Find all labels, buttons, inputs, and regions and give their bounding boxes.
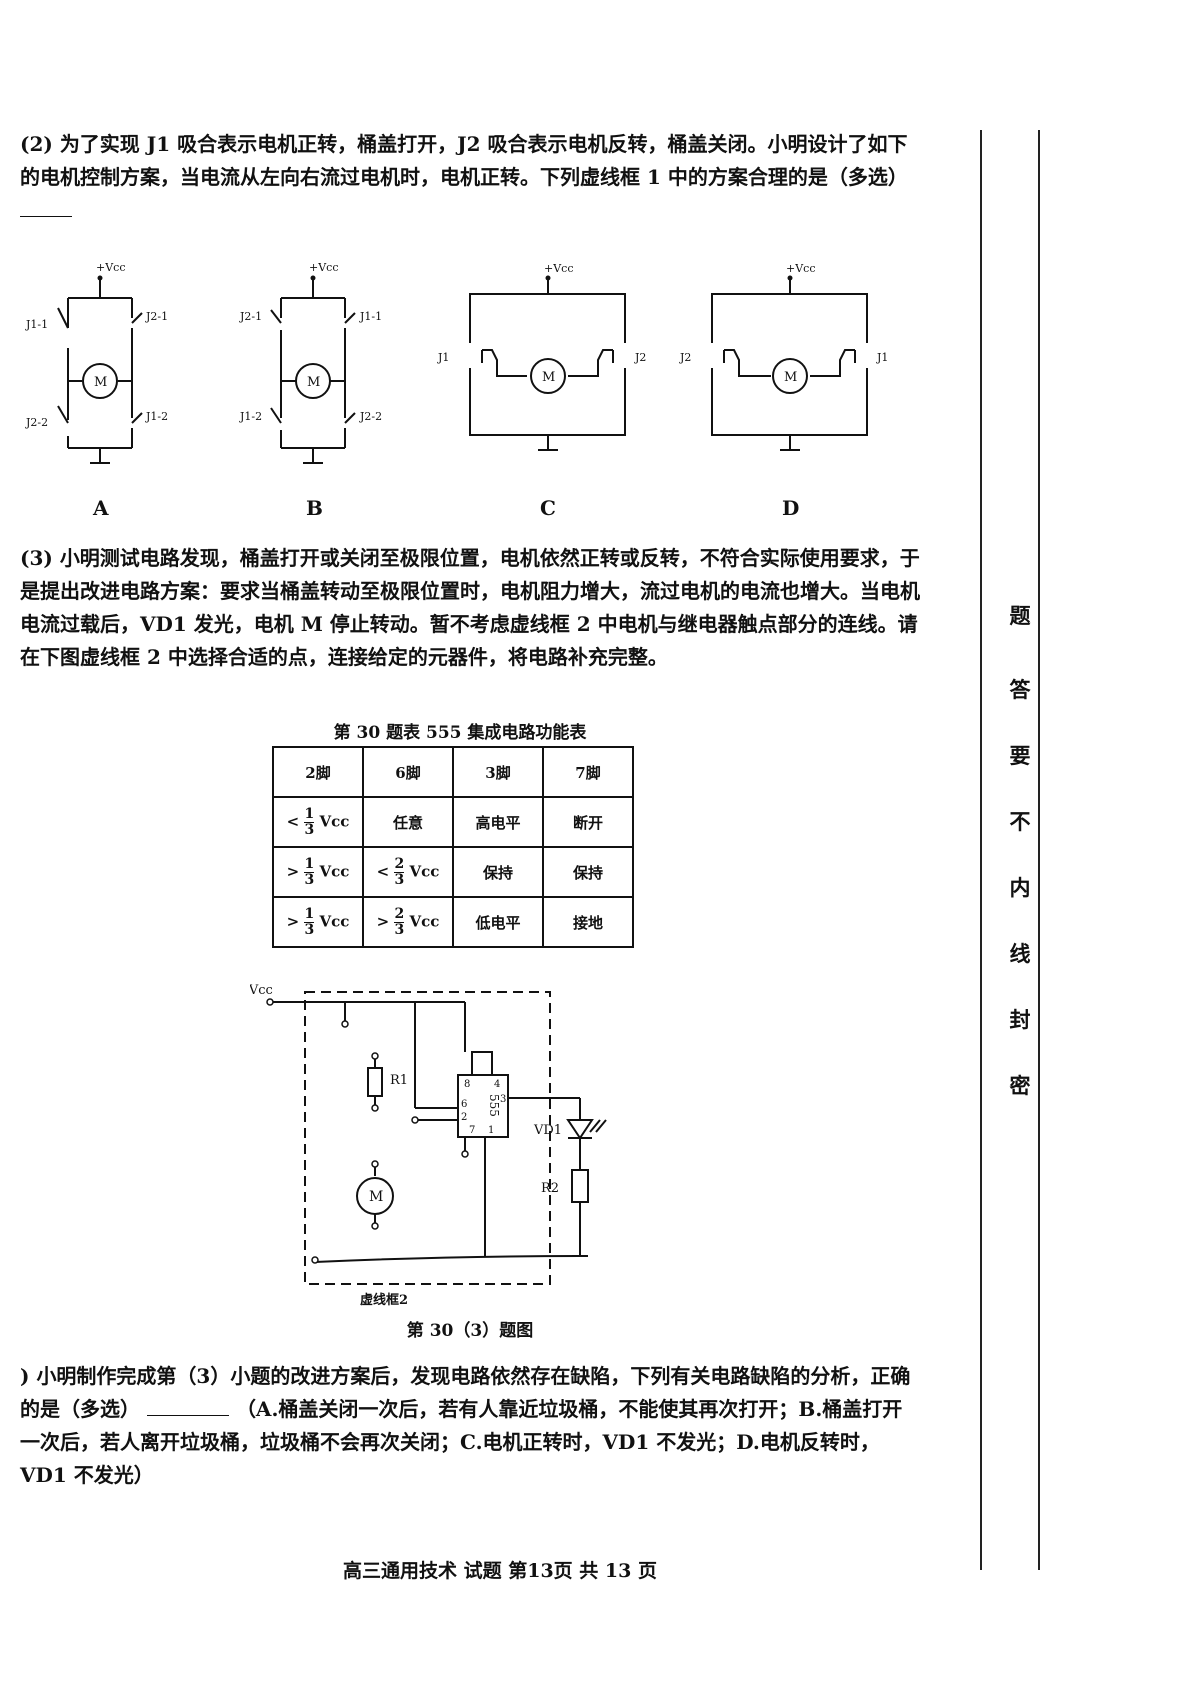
pin-6: 6 bbox=[461, 1099, 467, 1110]
question-4: ) 小明制作完成第（3）小题的改进方案后，发现电路依然存在缺陷，下列有关电路缺陷… bbox=[20, 1360, 920, 1492]
binding-line-right bbox=[1038, 130, 1040, 1570]
question-4-options: （A.桶盖关闭一次后，若有人靠近垃圾桶，不能使其再次打开；B.桶盖打开一次后，若… bbox=[20, 1397, 903, 1487]
pin-2: 2 bbox=[461, 1112, 467, 1123]
side-notice-char: 封 bbox=[1009, 1007, 1031, 1032]
switch-label-a-bl: J2-2 bbox=[25, 416, 48, 429]
switch-label-b-tl: J2-1 bbox=[239, 310, 262, 323]
relay-label-d-right: J1 bbox=[876, 351, 888, 364]
table-title: 第 30 题表 555 集成电路功能表 bbox=[333, 723, 587, 743]
option-b-label: B bbox=[306, 496, 323, 518]
table-cell: 保持 bbox=[452, 846, 544, 898]
table-header: 7脚 bbox=[542, 746, 634, 798]
vcc-label-b: +Vcc bbox=[309, 261, 338, 274]
switch-label-a-tl: J1-1 bbox=[25, 318, 48, 331]
question-3: (3) 小明测试电路发现，桶盖打开或关闭至极限位置，电机依然正转或反转，不符合实… bbox=[20, 542, 920, 674]
option-c-label: C bbox=[540, 496, 556, 518]
pin-1: 1 bbox=[488, 1125, 494, 1136]
relay-label-d-left: J2 bbox=[679, 351, 691, 364]
table-cell: 接地 bbox=[542, 896, 634, 948]
table-cell: 高电平 bbox=[452, 796, 544, 848]
side-notice-char: 不 bbox=[1009, 809, 1031, 834]
question-2-number: (2) bbox=[20, 132, 53, 156]
chip-label: 555 bbox=[487, 1094, 501, 1117]
question-4-number: ) bbox=[20, 1364, 30, 1388]
binding-line-left bbox=[980, 130, 982, 1570]
table-cell: 低电平 bbox=[452, 896, 544, 948]
relay-label-c-left: J1 bbox=[437, 351, 449, 364]
side-notice-char: 题 bbox=[1009, 603, 1031, 628]
motor-label-b: M bbox=[307, 375, 320, 390]
side-notice-char: 答 bbox=[1009, 677, 1031, 702]
motor-label-a: M bbox=[94, 375, 107, 390]
option-a-label: A bbox=[92, 496, 109, 518]
relay-label-c-right: J2 bbox=[634, 351, 646, 364]
question-3-number: (3) bbox=[20, 546, 53, 570]
side-notice-char: 线 bbox=[1009, 941, 1031, 966]
motor-label-c: M bbox=[542, 370, 555, 385]
switch-label-a-tr: J2-1 bbox=[145, 310, 168, 323]
question-2-text: 为了实现 J1 吸合表示电机正转，桶盖打开，J2 吸合表示电机反转，桶盖关闭。小… bbox=[20, 132, 908, 189]
r1-label: R1 bbox=[390, 1073, 408, 1088]
r2-label: R2 bbox=[541, 1181, 559, 1196]
vd1-label: VD1 bbox=[533, 1123, 562, 1138]
side-notice-char: 内 bbox=[1009, 875, 1031, 900]
option-d-label: D bbox=[782, 496, 799, 518]
vcc-label-d: +Vcc bbox=[786, 262, 815, 275]
circuit-555-figure: +Vcc R1 R2 VD1 M 555 8 4 6 2 3 7 1 虚线框2 bbox=[250, 983, 607, 1308]
pin-4: 4 bbox=[494, 1079, 500, 1090]
switch-label-b-tr: J1-1 bbox=[359, 310, 382, 323]
side-notice-char: 密 bbox=[1009, 1073, 1031, 1098]
switch-label-b-bl: J1-2 bbox=[239, 410, 262, 423]
figure-caption: 第 30（3）题图 bbox=[406, 1321, 534, 1341]
ic-555-body bbox=[457, 1074, 509, 1138]
table-header: 6脚 bbox=[362, 746, 454, 798]
vcc-label: +Vcc bbox=[250, 983, 273, 998]
pin-7: 7 bbox=[469, 1125, 475, 1136]
question-4-text: 小明制作完成第（3）小题的改进方案后，发现电路依然存在缺陷，下列有关电路缺陷的分… bbox=[20, 1364, 911, 1421]
dashed-box-2 bbox=[304, 991, 551, 1285]
answer-blank-2[interactable] bbox=[20, 198, 72, 217]
answer-blank-4[interactable] bbox=[146, 1397, 229, 1416]
switch-label-a-br: J1-2 bbox=[145, 410, 168, 423]
table-cell: 保持 bbox=[542, 846, 634, 898]
vcc-label-a: +Vcc bbox=[96, 261, 125, 274]
question-3-text: 小明测试电路发现，桶盖打开或关闭至极限位置，电机依然正转或反转，不符合实际使用要… bbox=[20, 546, 920, 669]
table-cell: 任意 bbox=[362, 796, 454, 848]
side-notice-char: 要 bbox=[1009, 743, 1031, 768]
question-2: (2) 为了实现 J1 吸合表示电机正转，桶盖打开，J2 吸合表示电机反转，桶盖… bbox=[20, 128, 920, 227]
dashed-box-label: 虚线框2 bbox=[360, 1292, 408, 1308]
switch-label-b-br: J2-2 bbox=[359, 410, 382, 423]
motor-label-d: M bbox=[784, 370, 797, 385]
pin-3: 3 bbox=[500, 1094, 506, 1105]
relay-circuit-options: +Vcc +Vcc +Vcc +Vcc M M M M J1-1 J2-1 J2… bbox=[25, 261, 888, 518]
motor-label: M bbox=[369, 1189, 383, 1205]
pin-8: 8 bbox=[464, 1079, 470, 1090]
table-header: 2脚 bbox=[272, 746, 364, 798]
table-cell: 断开 bbox=[542, 796, 634, 848]
page-footer: 高三通用技术 试题 第13页 共 13 页 bbox=[343, 1560, 657, 1582]
vcc-label-c: +Vcc bbox=[544, 262, 573, 275]
table-header: 3脚 bbox=[452, 746, 544, 798]
table-header-row: 2脚 6脚 3脚 7脚 bbox=[272, 746, 634, 798]
